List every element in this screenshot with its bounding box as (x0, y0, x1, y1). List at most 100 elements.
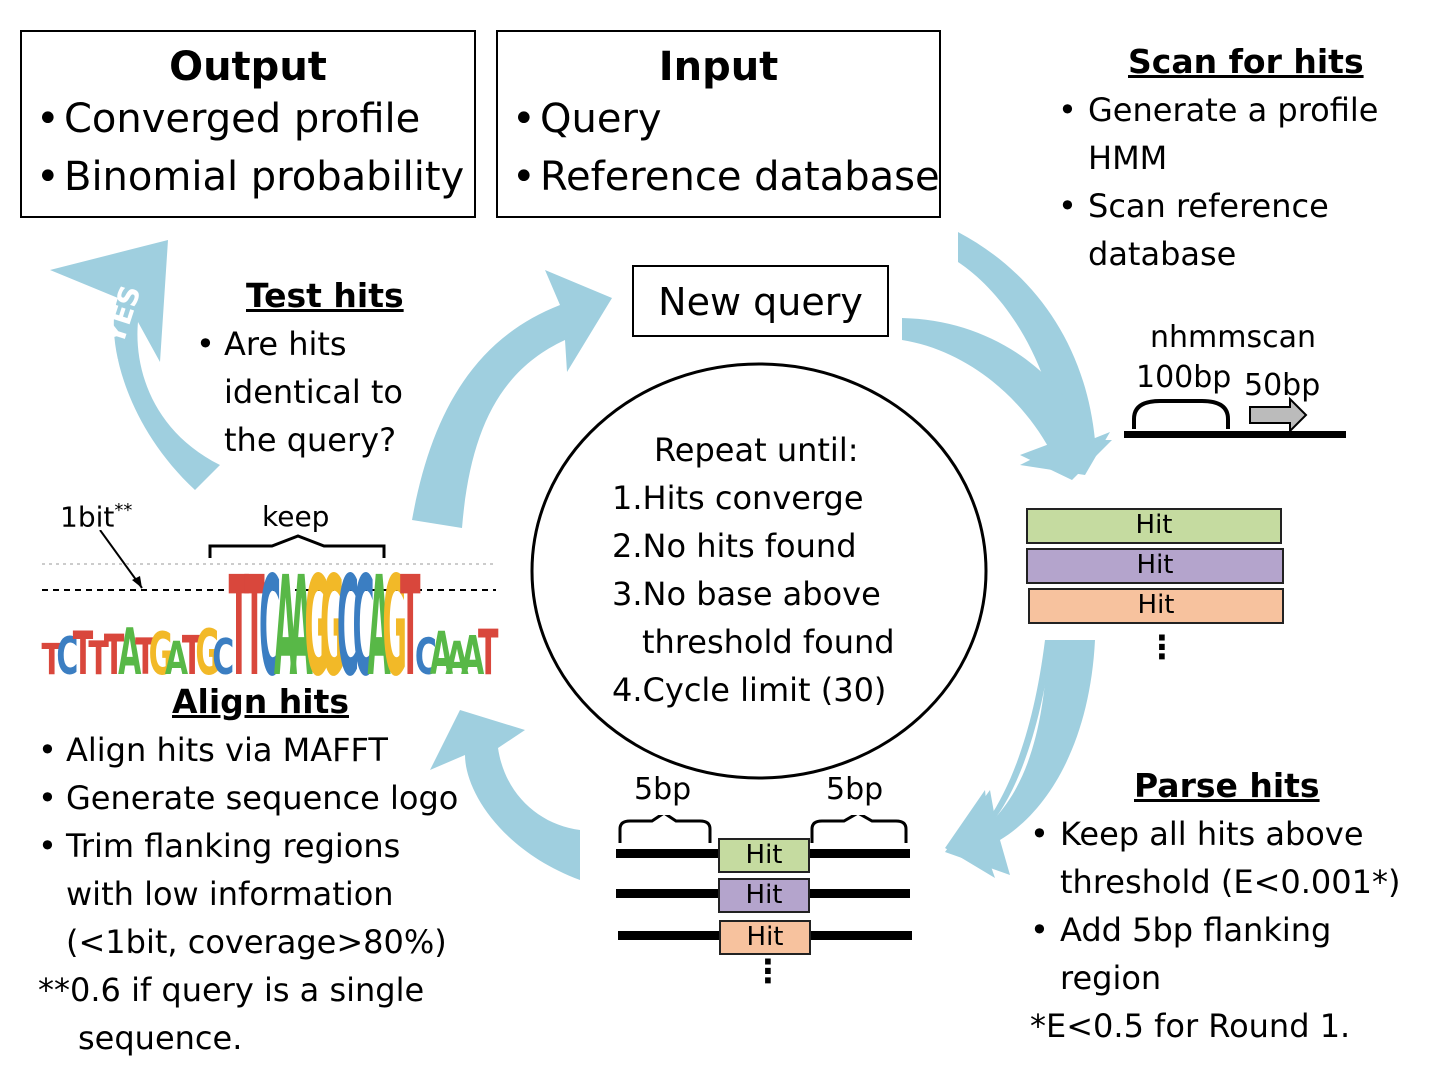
flank-label-left: 5bp (634, 772, 692, 807)
scan-item-line: database (1088, 235, 1237, 273)
logo-letter: C (212, 628, 234, 680)
hit-bar-flanked: Hit (719, 920, 811, 955)
logo-letter: G (149, 621, 174, 680)
repeat-item: threshold found (642, 623, 895, 661)
hits-down-arrow (945, 640, 1095, 875)
logo-letter: T (229, 548, 250, 680)
hits-to-align-arrow (430, 710, 580, 880)
logo-letter: C (337, 548, 359, 680)
flank-bracket-right (810, 815, 908, 843)
logo-letter: T (182, 626, 203, 680)
output-box: Output Converged profile Binomial probab… (20, 30, 476, 218)
align-line: (<1bit, coverage>80%) (66, 923, 447, 961)
window-size-label: 100bp (1136, 360, 1232, 395)
logo-letter: T (88, 632, 109, 680)
nhmmscan-diagram (1124, 396, 1346, 438)
repeat-item: 2.No hits found (612, 527, 857, 565)
logo-letter: A (461, 626, 484, 680)
align-line: with low information (66, 875, 394, 913)
logo-letter: A (367, 548, 390, 680)
new-query-label: New query (658, 280, 863, 324)
logo-letter: G (382, 548, 407, 680)
test-line: identical to (224, 373, 403, 411)
logo-letter: C (353, 548, 375, 680)
output-list: Converged profile Binomial probability (36, 90, 474, 206)
threshold-text: 1bit (60, 500, 115, 534)
scan-item-line: HMM (1088, 139, 1168, 177)
scan-item-line: Scan reference (1088, 187, 1329, 225)
logo-letter: G (320, 548, 345, 680)
step-arrow (1249, 396, 1308, 434)
scan-list: • Generate a profile HMM • Scan referenc… (1058, 86, 1378, 278)
flanked-hits-ellipsis: ⋮ (752, 952, 784, 990)
logo-letter: C (56, 626, 78, 680)
logo-letter: A (118, 615, 141, 680)
logo-letter: A (165, 634, 189, 680)
logo-letter: T (104, 624, 124, 680)
logo-letter: T (400, 548, 421, 680)
align-note: sequence. (78, 1019, 243, 1057)
logo-letter: T (244, 548, 265, 680)
logo-letter: T (42, 635, 62, 680)
hits-ellipsis: ⋮ (1146, 628, 1178, 666)
flank-bracket-left (618, 815, 712, 843)
logo-letter: T (73, 620, 94, 680)
flank-label-right: 5bp (826, 772, 884, 807)
window-bracket (1132, 399, 1230, 429)
keep-label: keep (262, 500, 330, 533)
align-line: Generate sequence logo (66, 779, 459, 817)
repeat-text: Repeat until: 1.Hits converge 2.No hits … (612, 426, 895, 714)
align-item: •Align hits via MAFFT (38, 726, 458, 774)
logo-letter: G (195, 617, 220, 680)
test-line: the query? (224, 421, 397, 459)
output-title: Output (169, 44, 327, 90)
threshold-sup: ** (114, 500, 133, 521)
logo-letter: A (290, 548, 313, 680)
parse-note: *E<0.5 for Round 1. (1030, 1007, 1351, 1045)
parse-heading: Parse hits (1134, 766, 1320, 805)
align-line: Trim flanking regions (66, 827, 401, 865)
align-item: •Generate sequence logo (38, 774, 458, 822)
parse-item: • Add 5bp flanking region (1030, 906, 1400, 1002)
logo-letter: T (478, 617, 499, 680)
input-item: Reference database (512, 148, 940, 206)
logo-letter: C (259, 548, 281, 680)
align-list: •Align hits via MAFFT •Generate sequence… (38, 726, 458, 1062)
logo-letter: C (415, 628, 437, 680)
scan-item: • Scan reference database (1058, 182, 1378, 278)
align-item: • Trim flanking regions with low informa… (38, 822, 458, 966)
parse-line: Keep all hits above (1060, 815, 1364, 853)
nhmmscan-label: nhmmscan (1150, 320, 1316, 355)
threshold-label: 1bit** (60, 500, 132, 533)
hit-bar-flanked: Hit (718, 878, 810, 913)
parse-line: threshold (E<0.001*) (1060, 863, 1401, 901)
scan-item: • Generate a profile HMM (1058, 86, 1378, 182)
test-text: • Are hits identical to the query? (196, 320, 403, 464)
align-note: **0.6 if query is a single (38, 971, 425, 1009)
repeat-item: 3.No base above (612, 575, 881, 613)
test-heading: Test hits (246, 276, 404, 315)
test-line: Are hits (224, 325, 347, 363)
new-query-box: New query (632, 265, 889, 337)
hit-bar: Hit (1028, 588, 1284, 624)
threshold-pointer-head (132, 576, 142, 588)
repeat-circle (530, 362, 988, 780)
parse-line: Add 5bp flanking (1060, 911, 1332, 949)
align-line: Align hits via MAFFT (66, 731, 388, 769)
scan-heading: Scan for hits (1128, 42, 1364, 81)
threshold-pointer (99, 530, 143, 589)
input-box: Input Query Reference database (496, 30, 941, 218)
parse-line: region (1060, 959, 1162, 997)
output-item: Binomial probability (36, 148, 474, 206)
logo-letter: A (445, 634, 469, 680)
repeat-item: 4.Cycle limit (30) (612, 671, 887, 709)
align-heading: Align hits (172, 682, 349, 721)
sequence-line (1124, 431, 1346, 438)
new-query-to-hits-arrow (902, 318, 1110, 475)
hit-bar-flanked: Hit (718, 838, 810, 873)
output-item: Converged profile (36, 90, 474, 148)
input-item: Query (512, 90, 939, 148)
if-yes-arrow (50, 240, 220, 490)
